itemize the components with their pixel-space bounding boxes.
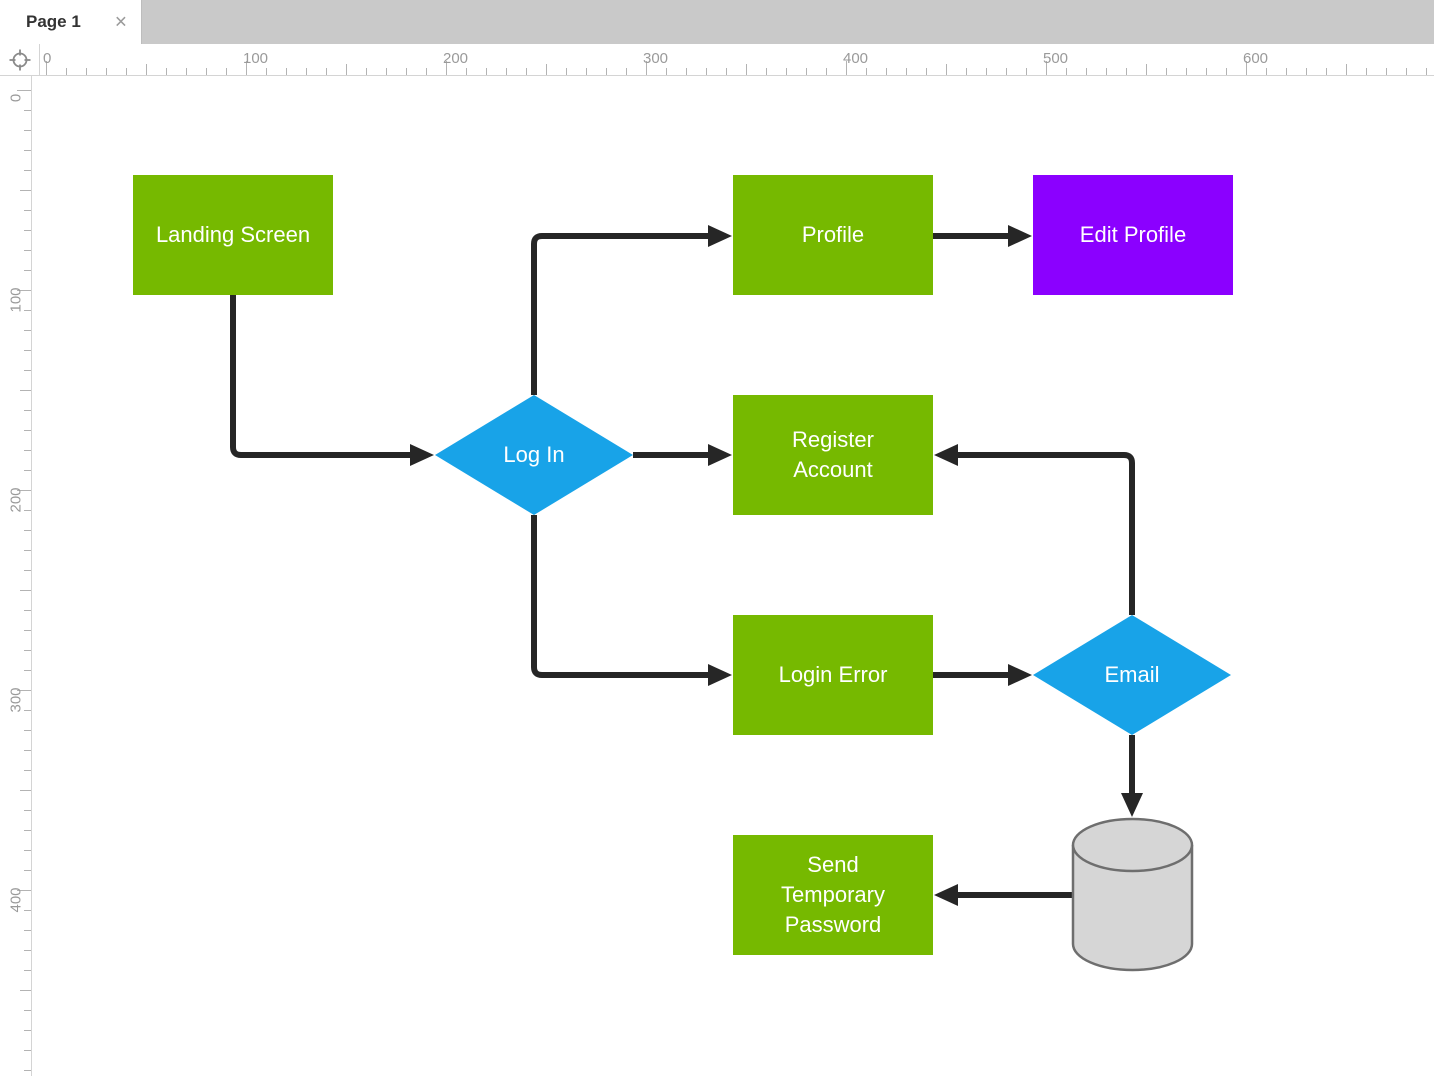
node-label: Log In bbox=[503, 442, 565, 468]
ruler-horizontal: 0 100 200 300 400 500 600 bbox=[40, 44, 1434, 76]
crosshair-icon bbox=[9, 49, 30, 70]
node-label: Send Temporary Password bbox=[781, 852, 885, 937]
node-label: Profile bbox=[801, 222, 865, 248]
ruler-origin-corner bbox=[0, 44, 40, 76]
connector-log-in-to-profile[interactable] bbox=[531, 225, 732, 395]
connector-database-to-send-temporary-password[interactable] bbox=[934, 884, 1073, 906]
node-label: Edit Profile bbox=[1079, 222, 1187, 248]
ruler-label: 0 bbox=[43, 50, 52, 67]
node-landing-screen[interactable]: Landing Screen bbox=[133, 175, 333, 295]
database-cylinder-icon bbox=[1071, 817, 1194, 972]
node-label: Login Error bbox=[778, 662, 888, 688]
connector-profile-to-edit-profile[interactable] bbox=[933, 225, 1032, 247]
tab-label: Page 1 bbox=[26, 12, 81, 31]
tab-page-1[interactable]: Page 1 × bbox=[0, 0, 142, 44]
node-label: Register Account bbox=[792, 427, 874, 482]
node-database[interactable] bbox=[1070, 816, 1195, 973]
connector-login-error-to-email[interactable] bbox=[933, 664, 1032, 686]
tab-bar: Page 1 × bbox=[0, 0, 1434, 44]
ruler-label: 500 bbox=[1043, 50, 1069, 67]
connector-email-to-database[interactable] bbox=[1121, 735, 1143, 817]
ruler-label: 100 bbox=[243, 50, 269, 67]
ruler-label: 600 bbox=[1243, 50, 1269, 67]
node-profile[interactable]: Profile bbox=[733, 175, 933, 295]
node-register-account[interactable]: Register Account bbox=[733, 395, 933, 515]
connector-log-in-to-register-account[interactable] bbox=[633, 444, 732, 466]
ruler-label: 400 bbox=[843, 50, 869, 67]
ruler-vertical: 0 100 200 300 400 bbox=[0, 76, 32, 1076]
ruler-label: 200 bbox=[443, 50, 469, 67]
node-label: Landing Screen bbox=[155, 222, 311, 248]
node-label: Email bbox=[1104, 662, 1160, 688]
node-edit-profile[interactable]: Edit Profile bbox=[1033, 175, 1233, 295]
connector-email-to-register-account[interactable] bbox=[934, 444, 1135, 615]
connector-log-in-to-login-error[interactable] bbox=[531, 515, 732, 686]
node-login-error[interactable]: Login Error bbox=[733, 615, 933, 735]
tab-close-icon[interactable]: × bbox=[114, 10, 127, 34]
node-send-temporary-password[interactable]: Send Temporary Password bbox=[733, 835, 933, 955]
connector-landing-screen-to-log-in[interactable] bbox=[230, 295, 434, 466]
ruler-label: 300 bbox=[643, 50, 669, 67]
